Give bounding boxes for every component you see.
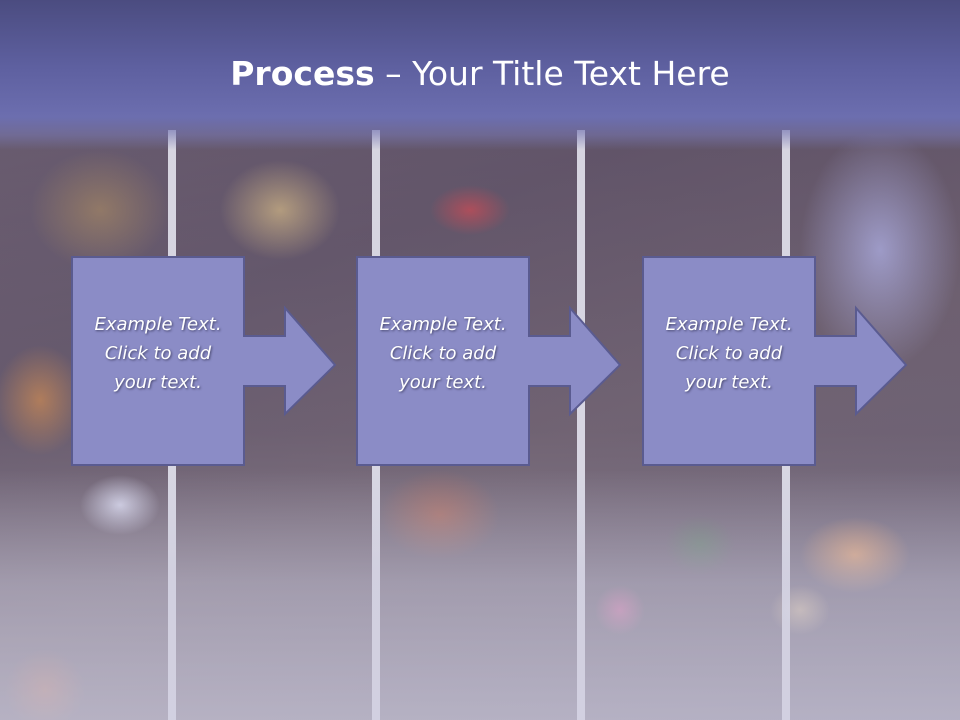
step-text[interactable]: Example Text. Click to add your text. [665,314,793,393]
arrow-box-shape-1 [71,256,337,466]
step-box [642,256,816,466]
arrow-joint [812,337,818,385]
arrow-joint [241,337,247,385]
panel-divider [577,130,585,720]
process-step-2[interactable]: Example Text. Click to add your text. [356,256,626,468]
title-bar: Process – Your Title Text Here [0,0,960,150]
step-box [356,256,530,466]
process-step-3[interactable]: Example Text. Click to add your text. [642,256,912,468]
arrow-box-shape-2 [356,256,622,466]
bottom-fade [0,470,960,720]
step-box [71,256,245,466]
title-rest-part: – Your Title Text Here [374,54,730,93]
title-bold-part: Process [230,54,375,93]
slide-title[interactable]: Process – Your Title Text Here [0,50,960,98]
arrow-joint [526,337,532,385]
step-text[interactable]: Example Text. Click to add your text. [379,314,507,393]
arrow-box-shape-3 [642,256,908,466]
step-text[interactable]: Example Text. Click to add your text. [94,314,222,393]
process-step-1[interactable]: Example Text. Click to add your text. [71,256,341,468]
